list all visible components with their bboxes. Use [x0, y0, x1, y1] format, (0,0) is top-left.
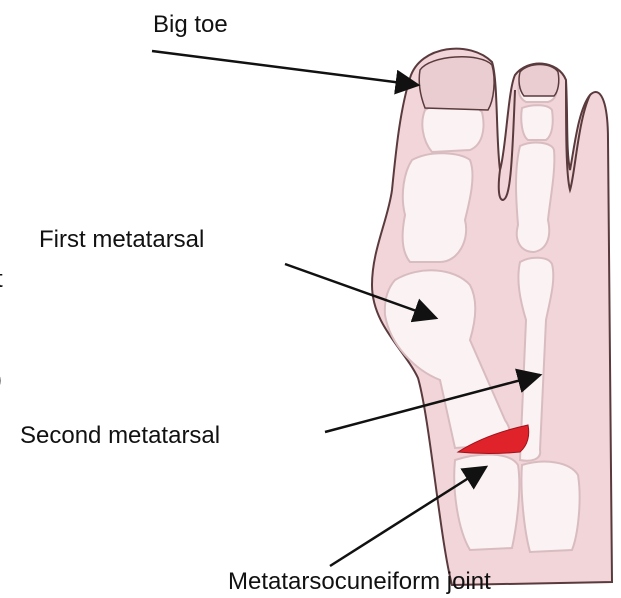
big-toe-proximal-phalanx — [403, 153, 473, 262]
label-first-metatarsal: First metatarsal — [39, 226, 204, 253]
second-toe-nail — [519, 65, 559, 97]
label-joint: Metatarsocuneiform joint — [228, 568, 491, 595]
medial-cuneiform — [454, 455, 519, 550]
label-second-metatarsal: Second metatarsal — [20, 422, 220, 449]
second-toe-middle-phalanx — [521, 105, 553, 140]
second-toe-proximal-phalanx — [516, 143, 554, 252]
big-toe-arrow — [152, 51, 418, 85]
cut-off-paren: ) — [0, 366, 2, 393]
label-big-toe: Big toe — [153, 11, 228, 38]
cut-off-letter: t — [0, 266, 3, 293]
big-toe-nail — [419, 57, 494, 110]
intermediate-cuneiform — [521, 462, 579, 552]
